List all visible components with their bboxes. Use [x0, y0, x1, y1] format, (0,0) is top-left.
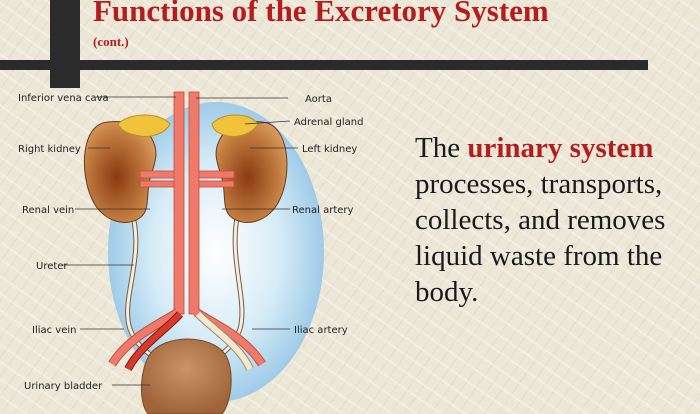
body-text-part1: The [415, 132, 468, 164]
slide-title: Functions of the Excretory System [93, 0, 549, 28]
body-space [562, 132, 569, 164]
highlight-system: system [569, 132, 654, 164]
title-divider [0, 60, 648, 70]
label-leader-lines [62, 96, 298, 386]
label-adrenal-gland: Adrenal gland [294, 117, 363, 128]
right-adrenal-gland [117, 114, 171, 137]
left-adrenal-gland [211, 114, 259, 137]
decorative-vertical-bar [50, 0, 80, 88]
label-aorta: Aorta [305, 94, 332, 105]
urinary-bladder [140, 338, 232, 414]
label-inferior-vena-cava: Inferior vena cava [18, 93, 109, 104]
excretory-system-diagram: Inferior vena cava Aorta Adrenal gland R… [18, 91, 363, 414]
body-paragraph: The urinary system processes, transports… [415, 130, 695, 310]
body-text-part2: processes, transports, collects, and rem… [415, 168, 666, 308]
inferior-vena-cava [173, 91, 185, 315]
slide-subtitle: (cont.) [93, 34, 129, 49]
label-urinary-bladder: Urinary bladder [24, 381, 103, 392]
label-renal-artery: Renal artery [292, 205, 353, 216]
label-right-kidney: Right kidney [18, 144, 81, 155]
label-ureter: Ureter [36, 261, 68, 272]
label-iliac-artery: Iliac artery [294, 325, 348, 336]
label-renal-vein: Renal vein [22, 205, 74, 216]
aorta [188, 91, 200, 315]
label-iliac-vein: Iliac vein [32, 325, 77, 336]
highlight-urinary: urinary [467, 132, 563, 164]
label-left-kidney: Left kidney [302, 144, 357, 155]
